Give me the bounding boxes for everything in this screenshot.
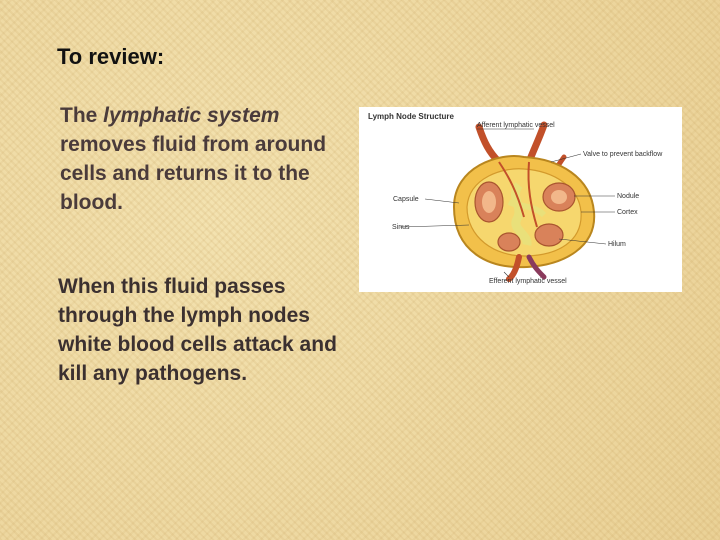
lymph-node-illustration: Lymph Node Structure [368, 112, 663, 285]
leader-valve [550, 153, 582, 163]
para1-prefix: The [60, 104, 104, 127]
leader-efferent [503, 271, 510, 278]
medullary-cord [507, 199, 547, 218]
leader-hilum [558, 238, 607, 245]
leader-sinus [399, 224, 470, 228]
label-nodule: Nodule [617, 193, 639, 200]
leader-lines [399, 128, 615, 278]
nodule-lower [534, 223, 564, 247]
slide-heading: To review: [57, 44, 165, 69]
hilum-vessel [526, 254, 547, 280]
nodule-bottom [497, 232, 521, 252]
paragraph-lymph-nodes: When this fluid passes through the lymph… [58, 275, 337, 385]
nodule-right-center [551, 190, 567, 204]
paragraph-lymphatic-system: The lymphatic system removes fluid from … [60, 101, 350, 217]
label-efferent: Efferent lymphatic vessel [489, 278, 567, 285]
lymph-node-diagram: Lymph Node Structure [359, 107, 682, 292]
para1-emphasis: lymphatic system [103, 104, 280, 127]
internal-vessel-1 [498, 161, 525, 218]
internal-vessel-2 [527, 161, 538, 228]
label-cortex: Cortex [617, 209, 638, 216]
leader-capsule [424, 198, 460, 204]
label-afferent: Afferent lymphatic vessel [477, 122, 555, 129]
label-hilum: Hilum [608, 241, 626, 248]
label-valve: Valve to prevent backflow [583, 151, 663, 158]
label-capsule: Capsule [393, 196, 419, 203]
afferent-vessel-right [525, 121, 548, 166]
para1-rest: removes fluid from around cells and retu… [60, 133, 327, 214]
nodule-left-center [482, 191, 496, 213]
figure-title: Lymph Node Structure [368, 112, 454, 121]
afferent-vessel-left [475, 123, 503, 166]
efferent-vessel [506, 254, 522, 282]
label-sinus: Sinus [392, 224, 410, 231]
